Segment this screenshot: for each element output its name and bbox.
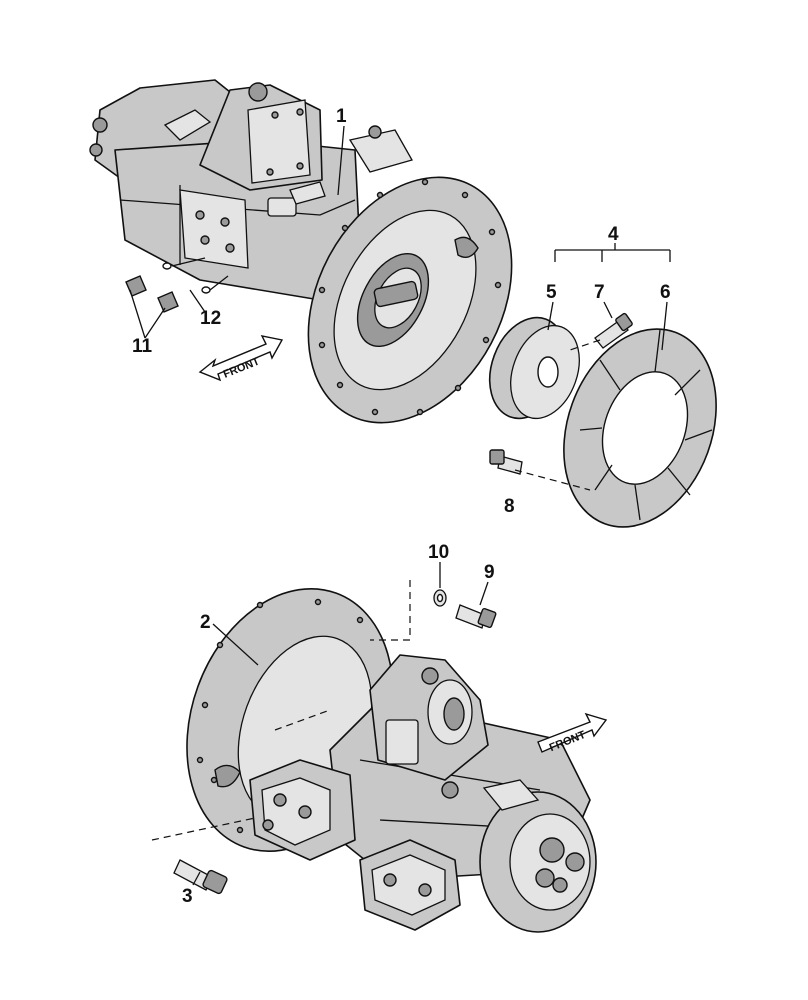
callout-2: 2 (200, 612, 211, 633)
callout-11: 11 (132, 336, 153, 357)
pump-assembly-top (89, 79, 513, 424)
leader-lines-bottom (151, 562, 489, 886)
callout-10: 10 (428, 542, 449, 563)
callout-3: 3 (182, 886, 193, 907)
callout-12: 12 (200, 308, 221, 329)
callout-labels: 1 2 3 4 5 6 7 8 9 10 11 12 (132, 106, 671, 907)
leader-lines-top (129, 125, 671, 491)
bolt-3 (173, 859, 228, 895)
callout-4: 4 (608, 224, 619, 245)
coupling-disc (563, 328, 717, 528)
coupling-hub (488, 316, 580, 420)
front-arrow-top: FRONT (198, 335, 284, 382)
bolt-8 (489, 449, 523, 475)
callout-7: 7 (594, 282, 605, 303)
callout-6: 6 (660, 282, 671, 303)
callout-1: 1 (336, 106, 347, 127)
washer-10 (433, 589, 447, 607)
bolt-9 (455, 604, 497, 629)
callout-8: 8 (504, 496, 515, 517)
pump-assembly-bottom (186, 587, 597, 933)
bolt-7 (594, 312, 633, 349)
callout-9: 9 (484, 562, 495, 583)
callout-5: 5 (546, 282, 557, 303)
front-arrow-bottom: FRONT (537, 712, 608, 754)
